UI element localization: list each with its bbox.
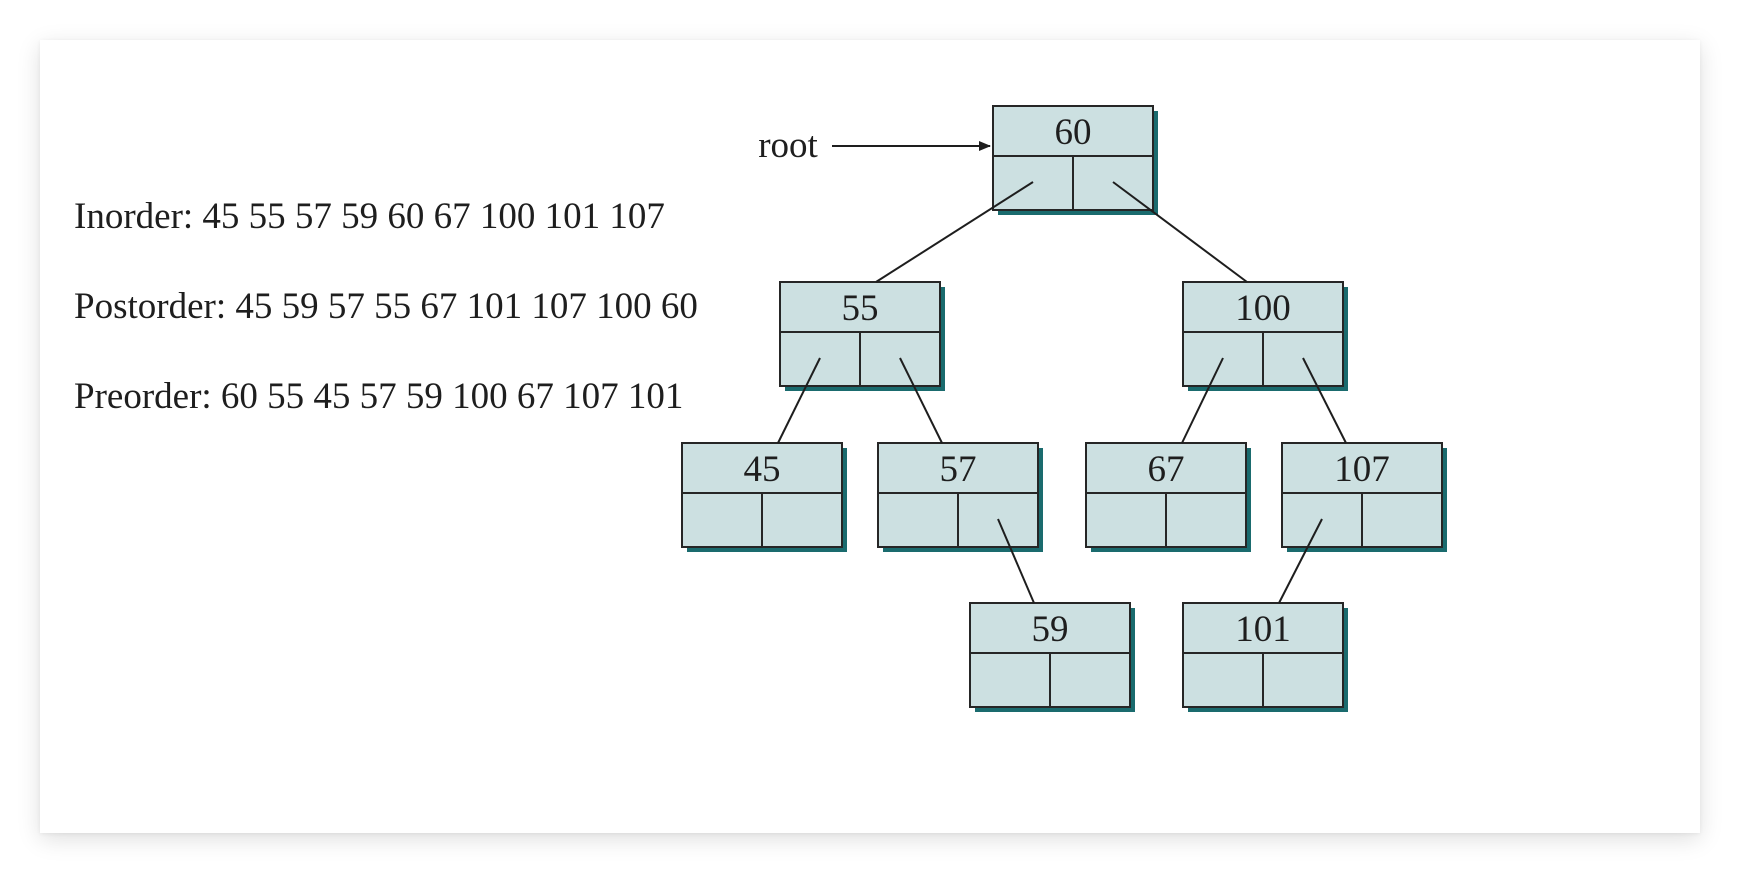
edge-n60-n55 <box>875 181 1034 283</box>
tree-node-57: 57 <box>877 442 1043 552</box>
edge-n60-n100 <box>1112 181 1248 283</box>
edge-n57-n59 <box>997 518 1035 604</box>
tree-edges <box>777 181 1347 604</box>
tree-node-45: 45 <box>681 442 847 552</box>
edge-n100-n67 <box>1181 357 1224 444</box>
node-value: 55 <box>842 288 879 329</box>
binary-tree-diagram: 60 55 100 45 57 67 107 59 101 root <box>681 105 1447 712</box>
node-value: 107 <box>1334 449 1390 490</box>
root-pointer: root <box>758 125 991 166</box>
tree-node-55: 55 <box>779 281 945 391</box>
tree-node-67: 67 <box>1085 442 1251 552</box>
preorder-traversal: Preorder: 60 55 45 57 59 100 67 107 101 <box>74 376 684 417</box>
edge-n55-n45 <box>777 357 821 444</box>
node-value: 60 <box>1055 112 1092 153</box>
edge-n55-n57 <box>899 357 943 444</box>
tree-node-107: 107 <box>1281 442 1447 552</box>
edge-n100-n107 <box>1302 357 1347 444</box>
root-label: root <box>758 125 818 166</box>
node-value: 100 <box>1235 288 1291 329</box>
tree-nodes: 60 55 100 45 57 67 107 59 101 <box>681 105 1447 712</box>
node-value: 101 <box>1235 609 1291 650</box>
edge-n107-n101 <box>1278 518 1323 604</box>
postorder-traversal: Postorder: 45 59 57 55 67 101 107 100 60 <box>74 286 698 327</box>
tree-node-100: 100 <box>1182 281 1348 391</box>
tree-node-59: 59 <box>969 602 1135 712</box>
node-value: 59 <box>1032 609 1069 650</box>
tree-node-60: 60 <box>992 105 1158 215</box>
node-value: 67 <box>1148 449 1185 490</box>
node-value: 57 <box>940 449 977 490</box>
tree-node-101: 101 <box>1182 602 1348 712</box>
inorder-traversal: Inorder: 45 55 57 59 60 67 100 101 107 <box>74 196 665 237</box>
diagram-card: Inorder: 45 55 57 59 60 67 100 101 107 P… <box>40 40 1700 833</box>
node-value: 45 <box>744 449 781 490</box>
